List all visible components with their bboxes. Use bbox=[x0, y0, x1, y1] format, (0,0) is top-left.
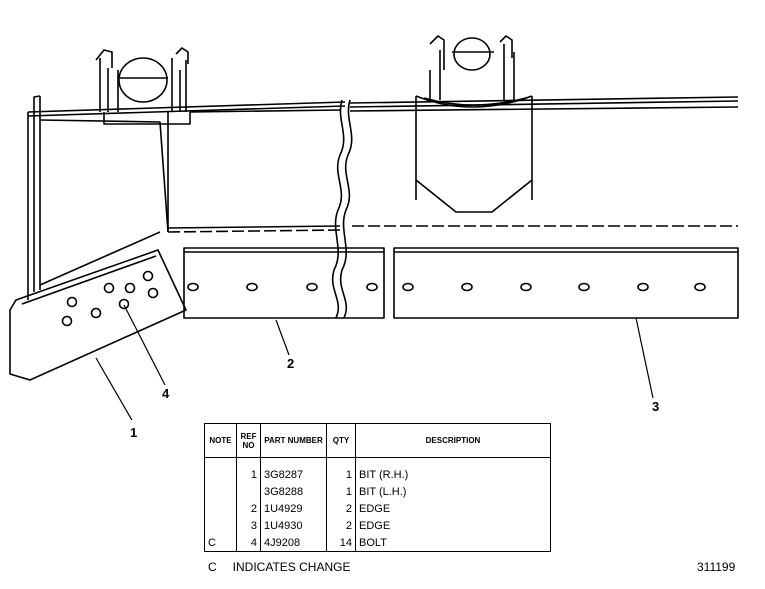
cell-ref: 2 bbox=[236, 500, 261, 517]
header-ref-no: REF NO bbox=[236, 423, 261, 458]
callout-4: 4 bbox=[162, 386, 170, 401]
cell-qty: 1 bbox=[326, 483, 356, 500]
table-row: 2 1U4929 2 EDGE bbox=[204, 500, 551, 517]
legend-text: INDICATES CHANGE bbox=[232, 560, 351, 574]
leader-lines bbox=[95, 304, 654, 420]
cell-qty: 2 bbox=[326, 500, 356, 517]
table-row: 3G8288 1 BIT (L.H.) bbox=[204, 483, 551, 500]
callout-2: 2 bbox=[287, 356, 295, 371]
table-row: C 4 4J9208 14 BOLT bbox=[204, 534, 551, 552]
cell-note bbox=[204, 517, 237, 534]
cell-desc: BIT (R.H.) bbox=[355, 457, 551, 483]
header-part-number: PART NUMBER bbox=[260, 423, 327, 458]
change-legend: C INDICATES CHANGE bbox=[208, 560, 350, 574]
header-description: DESCRIPTION bbox=[355, 423, 551, 458]
cell-note bbox=[204, 483, 237, 500]
blade-exploded-diagram bbox=[9, 35, 739, 420]
cell-desc: EDGE bbox=[355, 500, 551, 517]
cell-desc: BOLT bbox=[355, 534, 551, 552]
cell-part: 3G8287 bbox=[260, 457, 327, 483]
hitch-bracket-right bbox=[415, 35, 533, 213]
bit-part bbox=[9, 249, 187, 381]
table-row: 3 1U4930 2 EDGE bbox=[204, 517, 551, 534]
cell-note: C bbox=[204, 534, 237, 552]
cell-ref bbox=[236, 483, 261, 500]
cell-part: 1U4929 bbox=[260, 500, 327, 517]
parts-list-table: NOTE REF NO PART NUMBER QTY DESCRIPTION … bbox=[204, 423, 551, 552]
break-lines bbox=[331, 99, 353, 319]
cell-ref: 4 bbox=[236, 534, 261, 552]
callout-3: 3 bbox=[652, 399, 660, 414]
cell-part: 3G8288 bbox=[260, 483, 327, 500]
cell-note bbox=[204, 500, 237, 517]
table-header-row: NOTE REF NO PART NUMBER QTY DESCRIPTION bbox=[204, 423, 551, 458]
document-number: 311199 bbox=[697, 560, 736, 574]
cell-part: 1U4930 bbox=[260, 517, 327, 534]
cell-desc: BIT (L.H.) bbox=[355, 483, 551, 500]
table-row: 1 3G8287 1 BIT (R.H.) bbox=[204, 457, 551, 483]
cell-part: 4J9208 bbox=[260, 534, 327, 552]
cell-qty: 2 bbox=[326, 517, 356, 534]
cell-ref: 1 bbox=[236, 457, 261, 483]
header-note: NOTE bbox=[204, 423, 237, 458]
edge-part-2 bbox=[183, 247, 385, 319]
cell-desc: EDGE bbox=[355, 517, 551, 534]
edge-part-3 bbox=[393, 247, 739, 319]
cell-ref: 3 bbox=[236, 517, 261, 534]
hitch-bracket-left bbox=[95, 47, 191, 125]
blade-body bbox=[27, 95, 739, 300]
header-qty: QTY bbox=[326, 423, 356, 458]
cell-note bbox=[204, 457, 237, 483]
legend-symbol: C bbox=[208, 560, 217, 574]
cell-qty: 1 bbox=[326, 457, 356, 483]
cell-qty: 14 bbox=[326, 534, 356, 552]
callout-1: 1 bbox=[130, 425, 138, 440]
